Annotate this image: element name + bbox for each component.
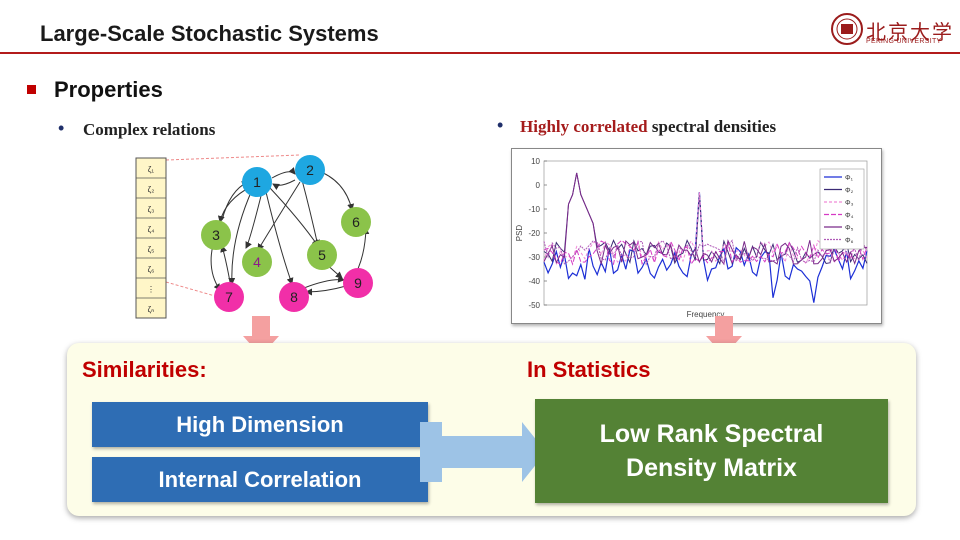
- graph-node: [307, 240, 337, 270]
- bullet-dot-icon: •: [497, 115, 504, 135]
- y-tick-label: -10: [528, 205, 540, 214]
- graph-node: [343, 268, 373, 298]
- low-rank-line1: Low Rank Spectral: [599, 420, 824, 448]
- vector-cell-label: ζ₆: [148, 265, 155, 274]
- connector-line: [165, 281, 223, 299]
- psd-series-line: [543, 239, 868, 266]
- y-tick-label: -40: [528, 277, 540, 286]
- graph-node-label: 1: [253, 174, 261, 190]
- header-divider: [0, 52, 960, 54]
- graph-edges: [210, 167, 370, 296]
- y-axis-label: PSD: [515, 225, 524, 242]
- network-diagram: ζ₁ ζ₂ ζ₃ ζ₄ ζ₅ ζ₆ ⋮ ζₙ 1 2 3 4 5 6 7 8 9: [135, 154, 373, 319]
- vector-cell-label: ζ₂: [148, 185, 155, 194]
- legend-entry: Φ₂: [845, 188, 854, 195]
- vector-cell-label: ζ₄: [148, 225, 155, 234]
- graph-node-label: 2: [306, 162, 314, 178]
- vector-cell-label: ζ₃: [148, 205, 155, 214]
- bullet-dot-icon: •: [58, 118, 65, 138]
- psd-series-line: [543, 172, 868, 266]
- low-rank-line2: Density Matrix: [626, 454, 797, 482]
- graph-node-label: 3: [212, 227, 220, 243]
- y-tick-label: -20: [528, 229, 540, 238]
- graph-node: [341, 207, 371, 237]
- graph-node: [214, 282, 244, 312]
- internal-correlation-box: Internal Correlation: [92, 457, 428, 502]
- bullet-spectral-densities: Highly correlated spectral densities: [520, 117, 776, 137]
- right-arrow-icon: [420, 422, 546, 482]
- high-dimension-box: High Dimension: [92, 402, 428, 447]
- psd-plot: 10 0 -10 -20 -30 -40 -50 PSD Frequency Φ₁ Φ₂ Φ₃ Φ₄ Φ₅…: [511, 148, 882, 324]
- plot-legend: [819, 168, 865, 250]
- graph-node-label: 8: [290, 289, 298, 305]
- y-tick-label: 0: [536, 181, 541, 190]
- graph-node-label: 7: [225, 289, 233, 305]
- vector-stack: ζ₁ ζ₂ ζ₃ ζ₄ ζ₅ ζ₆ ⋮ ζₙ: [135, 157, 167, 319]
- vector-cell-label: ⋮: [147, 285, 155, 294]
- slide-title: Large-Scale Stochastic Systems: [40, 21, 379, 46]
- bullet-rest-text: spectral densities: [647, 117, 777, 136]
- vector-cell-label: ζ₁: [148, 165, 155, 174]
- highlight-text: Highly correlated: [520, 117, 648, 136]
- legend-entry: Φ₁: [845, 175, 854, 182]
- plot-axes: [543, 160, 868, 306]
- psd-chart: 10 0 -10 -20 -30 -40 -50 PSD Frequency Φ₁ Φ₂ Φ₃ Φ₄ Φ₅…: [515, 157, 868, 319]
- university-logo-text: 北京大学: [866, 20, 954, 44]
- graph-node: [295, 155, 325, 185]
- graph-node: [242, 167, 272, 197]
- bullet-complex-relations: Complex relations: [83, 120, 216, 139]
- legend-entry: Φ₅: [845, 225, 854, 232]
- legend-entry: Φ₄: [845, 213, 854, 220]
- section-title: Properties: [54, 77, 163, 102]
- graph-node-label: 5: [318, 247, 326, 263]
- vector-cell-label: ζ₅: [148, 245, 155, 254]
- university-seal-icon: [831, 13, 863, 45]
- section-bullet-icon: [27, 85, 36, 94]
- connector-line: [165, 154, 301, 161]
- legend-entry: Φ₆: [845, 238, 854, 245]
- graph-node: [242, 247, 272, 277]
- legend-entry: Φ₃: [845, 200, 854, 207]
- in-statistics-label: In Statistics: [527, 357, 651, 382]
- graph-node-label: 4: [253, 254, 261, 270]
- graph-node: [279, 282, 309, 312]
- graph-node: [201, 220, 231, 250]
- x-axis-label: Frequency: [687, 310, 725, 319]
- graph-nodes: 1 2 3 4 5 6 7 8 9: [201, 155, 373, 312]
- vector-cell-label: ζₙ: [148, 305, 155, 314]
- psd-series-line: [543, 192, 868, 303]
- y-tick-label: 10: [531, 157, 540, 166]
- similarities-label: Similarities:: [82, 357, 207, 382]
- university-logo-subtitle: PEKING UNIVERSITY: [866, 38, 942, 45]
- graph-node-label: 6: [352, 214, 360, 230]
- graph-node-label: 9: [354, 275, 362, 291]
- y-tick-label: -50: [528, 301, 540, 310]
- y-tick-label: -30: [528, 253, 540, 262]
